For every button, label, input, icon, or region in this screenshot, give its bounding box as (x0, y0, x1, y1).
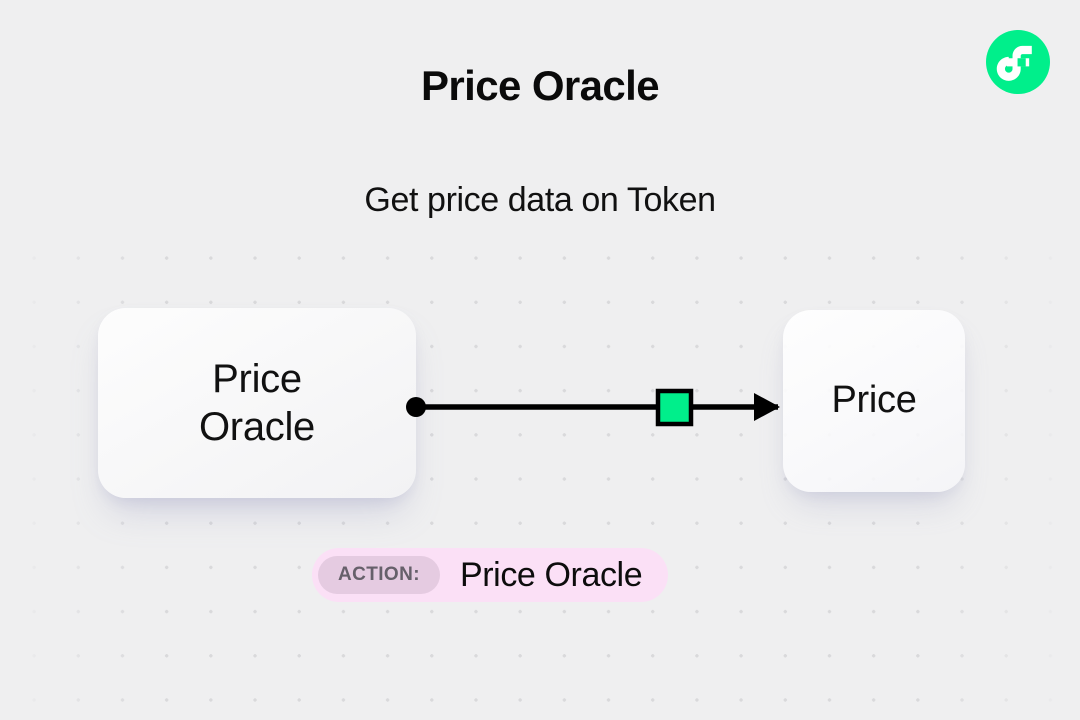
node-label-line-2: Oracle (198, 405, 315, 449)
connector-edge (406, 388, 780, 427)
action-label: ACTION: (318, 556, 440, 594)
node-card-price[interactable]: Price (783, 310, 965, 492)
node-label-line-1: Price (212, 357, 302, 401)
node-card-price-oracle[interactable]: Price Oracle (98, 308, 416, 498)
green-square-node-icon[interactable] (655, 388, 694, 427)
page-subtitle: Get price data on Token (364, 181, 716, 219)
node-label: Price Oracle (199, 355, 315, 451)
action-bar[interactable]: ACTION: Price Oracle (312, 548, 669, 602)
action-value: Price Oracle (459, 555, 643, 594)
arrow-head-icon (754, 393, 780, 421)
node-label: Price (831, 379, 917, 422)
flow-logo-icon (986, 30, 1050, 94)
page-title: Price Oracle (421, 62, 660, 109)
connection-dot-icon[interactable] (406, 397, 426, 417)
